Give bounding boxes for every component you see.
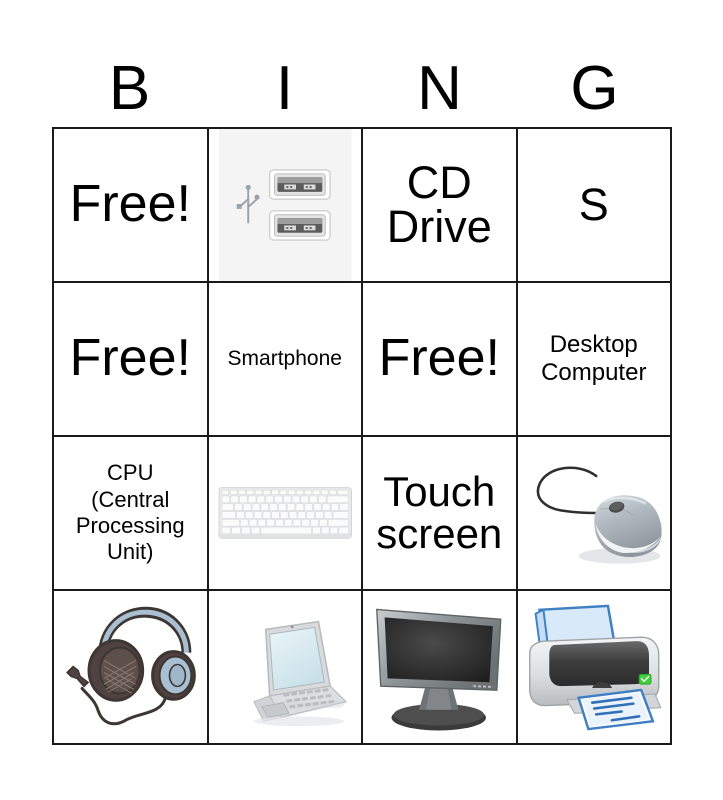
bingo-cell-label-line: Computer [541, 359, 647, 386]
printer-icon [517, 592, 670, 742]
monitor-icon [363, 591, 516, 743]
bingo-cell-label: Free! [69, 329, 191, 388]
bingo-cell-label-line: Drive [386, 201, 492, 252]
header-letter-g: G [570, 54, 619, 123]
keyboard-icon [208, 437, 361, 589]
bingo-cell-label: Free! [378, 329, 500, 388]
bingo-cell-label: CPU (Central Processing Unit) [54, 460, 207, 566]
bingo-cell-label-line: Touch [383, 468, 496, 515]
bingo-cell-b3[interactable]: CPU (Central Processing Unit) [54, 437, 209, 591]
bingo-cell-label-line: Processing [75, 513, 185, 538]
bingo-cell-i1[interactable] [208, 129, 363, 283]
bingo-cell-label: Free! [69, 175, 191, 234]
usb-ports-icon [208, 129, 361, 281]
bingo-cell-label: Smartphone [227, 347, 342, 371]
bingo-cell-label-line: Desktop [549, 331, 638, 359]
bingo-cell-label-line: screen [376, 510, 503, 557]
bingo-cell-g4[interactable] [517, 591, 672, 745]
bingo-cell-i2[interactable]: Smartphone [208, 283, 363, 437]
bingo-cell-label: CD Drive [363, 156, 516, 252]
bingo-cell-n1[interactable]: CD Drive [363, 129, 518, 283]
bingo-cell-n2[interactable]: Free! [363, 283, 518, 437]
header-letter-b: B [108, 54, 151, 123]
bingo-cell-b1[interactable]: Free! [54, 129, 209, 283]
computer-mouse-icon [517, 437, 670, 589]
bingo-cell-label-line: CPU [107, 460, 154, 486]
headphones-icon [54, 591, 207, 743]
bingo-grid: Free! [52, 127, 672, 745]
bingo-cell-i4[interactable] [208, 591, 363, 745]
bingo-cell-g1[interactable]: S [517, 129, 672, 283]
bingo-header-letters: B I N G [52, 40, 672, 120]
laptop-icon [208, 592, 361, 742]
bingo-cell-label: Touch screen [363, 471, 516, 555]
header-letter-n: N [417, 54, 462, 123]
bingo-cell-i3[interactable] [208, 437, 363, 591]
bingo-cell-label: S [578, 179, 609, 231]
bingo-cell-label-line: (Central [91, 486, 170, 512]
bingo-cell-label-line: Unit) [107, 539, 154, 565]
bingo-cell-label: Desktop Computer [518, 331, 671, 386]
bingo-cell-g3[interactable] [517, 437, 672, 591]
bingo-cell-b4[interactable] [54, 591, 209, 745]
bingo-cell-n4[interactable] [363, 591, 518, 745]
bingo-cell-label-line: CD [406, 156, 472, 208]
bingo-cell-g2[interactable]: Desktop Computer [517, 283, 672, 437]
header-letter-i: I [275, 54, 294, 123]
bingo-cell-b2[interactable]: Free! [54, 283, 209, 437]
bingo-cell-n3[interactable]: Touch screen [363, 437, 518, 591]
